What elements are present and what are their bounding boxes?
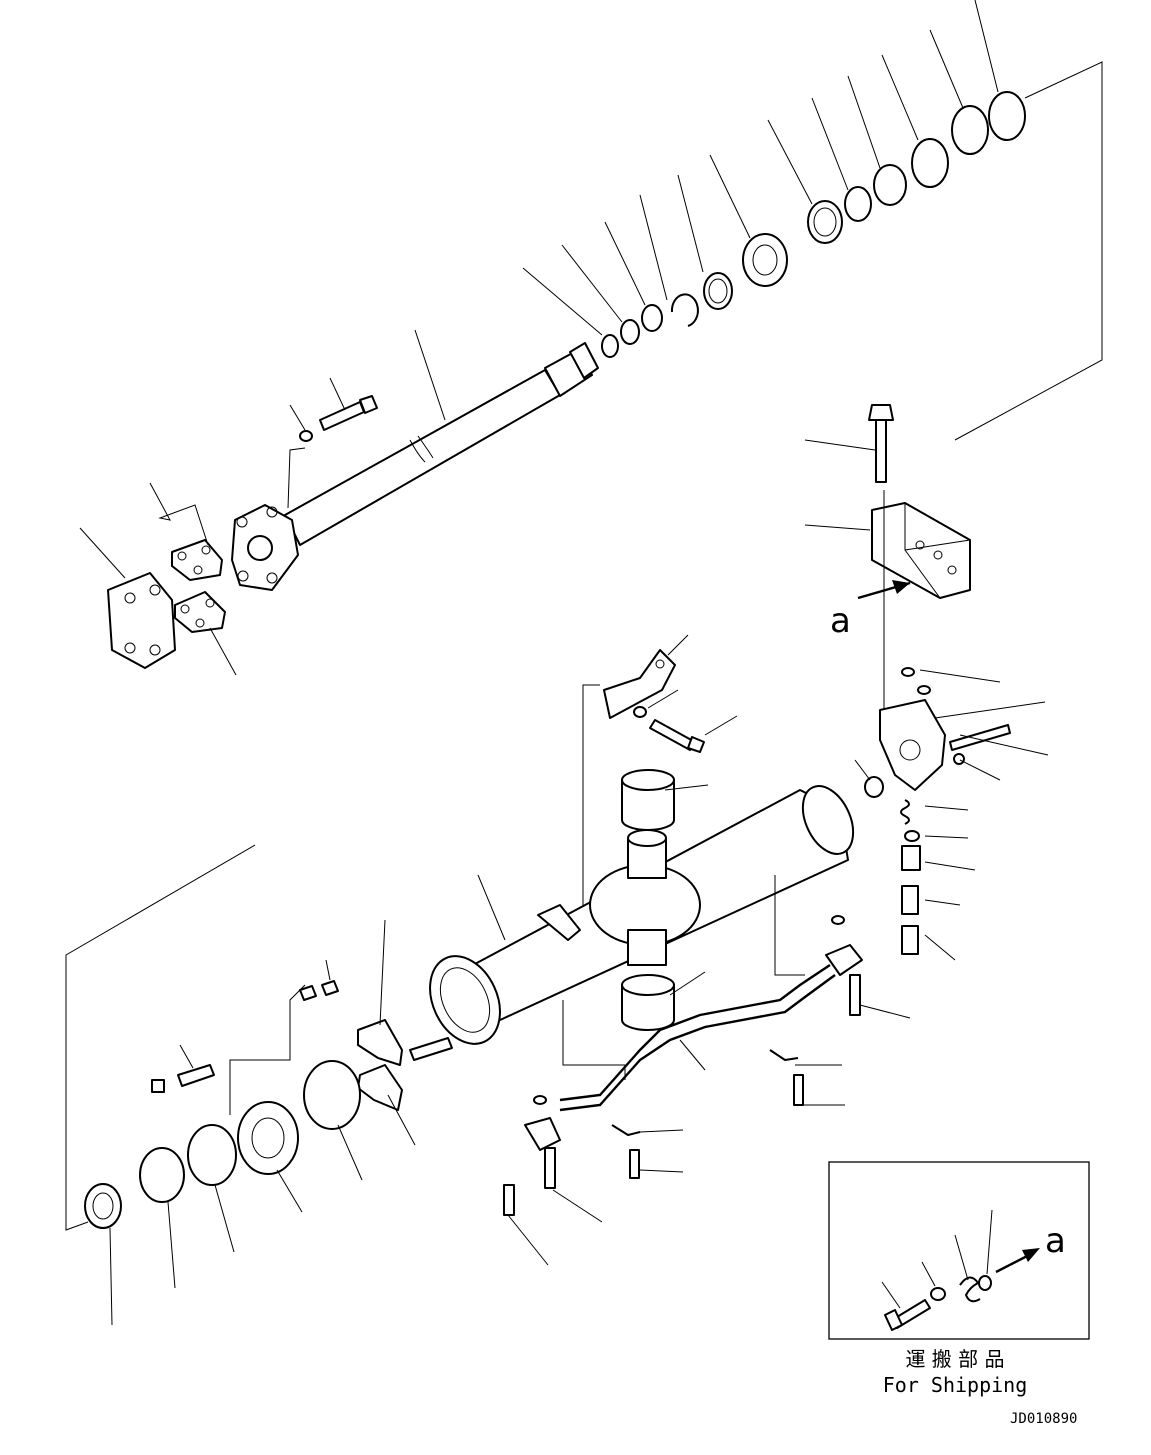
split-flange (107, 572, 176, 669)
caption-japanese: 運 搬 部 品 (905, 1347, 1004, 1371)
shipping-parts-inset: a (828, 1161, 1090, 1340)
bolt (319, 401, 365, 431)
bearing (807, 200, 843, 244)
inset-label-a: a (1045, 1221, 1066, 1261)
drawing-code: JD010890 (1010, 1411, 1077, 1427)
rod-seal-kit (522, 0, 1103, 441)
caption-for-shipping: For Shipping (883, 1373, 1028, 1397)
seal-ring-1 (601, 334, 619, 358)
valve-body (879, 699, 946, 791)
backup-ring (911, 138, 949, 188)
piston-rod (284, 369, 561, 546)
collar (873, 164, 907, 206)
long-bolt (875, 411, 887, 483)
inset-clip (959, 1276, 981, 1303)
view-marker-a: a (830, 601, 851, 641)
valve-bolt (949, 724, 1011, 751)
lock-plate-lower (174, 591, 226, 633)
piston-bolt (409, 1037, 453, 1061)
tube-end (801, 785, 855, 855)
o-ring (844, 186, 872, 222)
spool (901, 845, 921, 871)
tube-bore (429, 955, 501, 1045)
ring-2 (988, 91, 1026, 141)
rod-eye-bore (247, 535, 273, 561)
piston (237, 1101, 299, 1175)
set-screw (177, 1064, 215, 1087)
inset-washer (930, 1287, 946, 1301)
flange-bolt (544, 1147, 556, 1189)
inset-frame (828, 1161, 1090, 1340)
piston-half-lower (357, 1064, 403, 1111)
seal-ring-3 (641, 304, 663, 332)
snap-ring (670, 293, 699, 327)
trunnion-bushing-upper (621, 779, 675, 831)
bushing (703, 272, 733, 310)
trunnion-bushing-lower (621, 984, 675, 1031)
gland (742, 233, 788, 287)
piston-half-upper (357, 1019, 403, 1066)
wear-ring (303, 1060, 361, 1130)
washer (299, 430, 313, 442)
seal-ring-2 (620, 319, 640, 345)
backup-ring-lower (139, 1147, 185, 1203)
valve-block (871, 502, 971, 599)
dust-seal (84, 1183, 122, 1229)
valve-block-assembly: a (804, 404, 1049, 961)
piston-seal (187, 1124, 237, 1186)
piston-assembly (65, 844, 453, 1326)
cylinder-tube-assembly (429, 634, 911, 1266)
inset-o-ring (978, 1275, 992, 1291)
ring-1 (951, 105, 989, 155)
pipe-flange (524, 1117, 561, 1151)
piston-rod-assembly (79, 329, 599, 676)
rod-tip (569, 342, 599, 379)
